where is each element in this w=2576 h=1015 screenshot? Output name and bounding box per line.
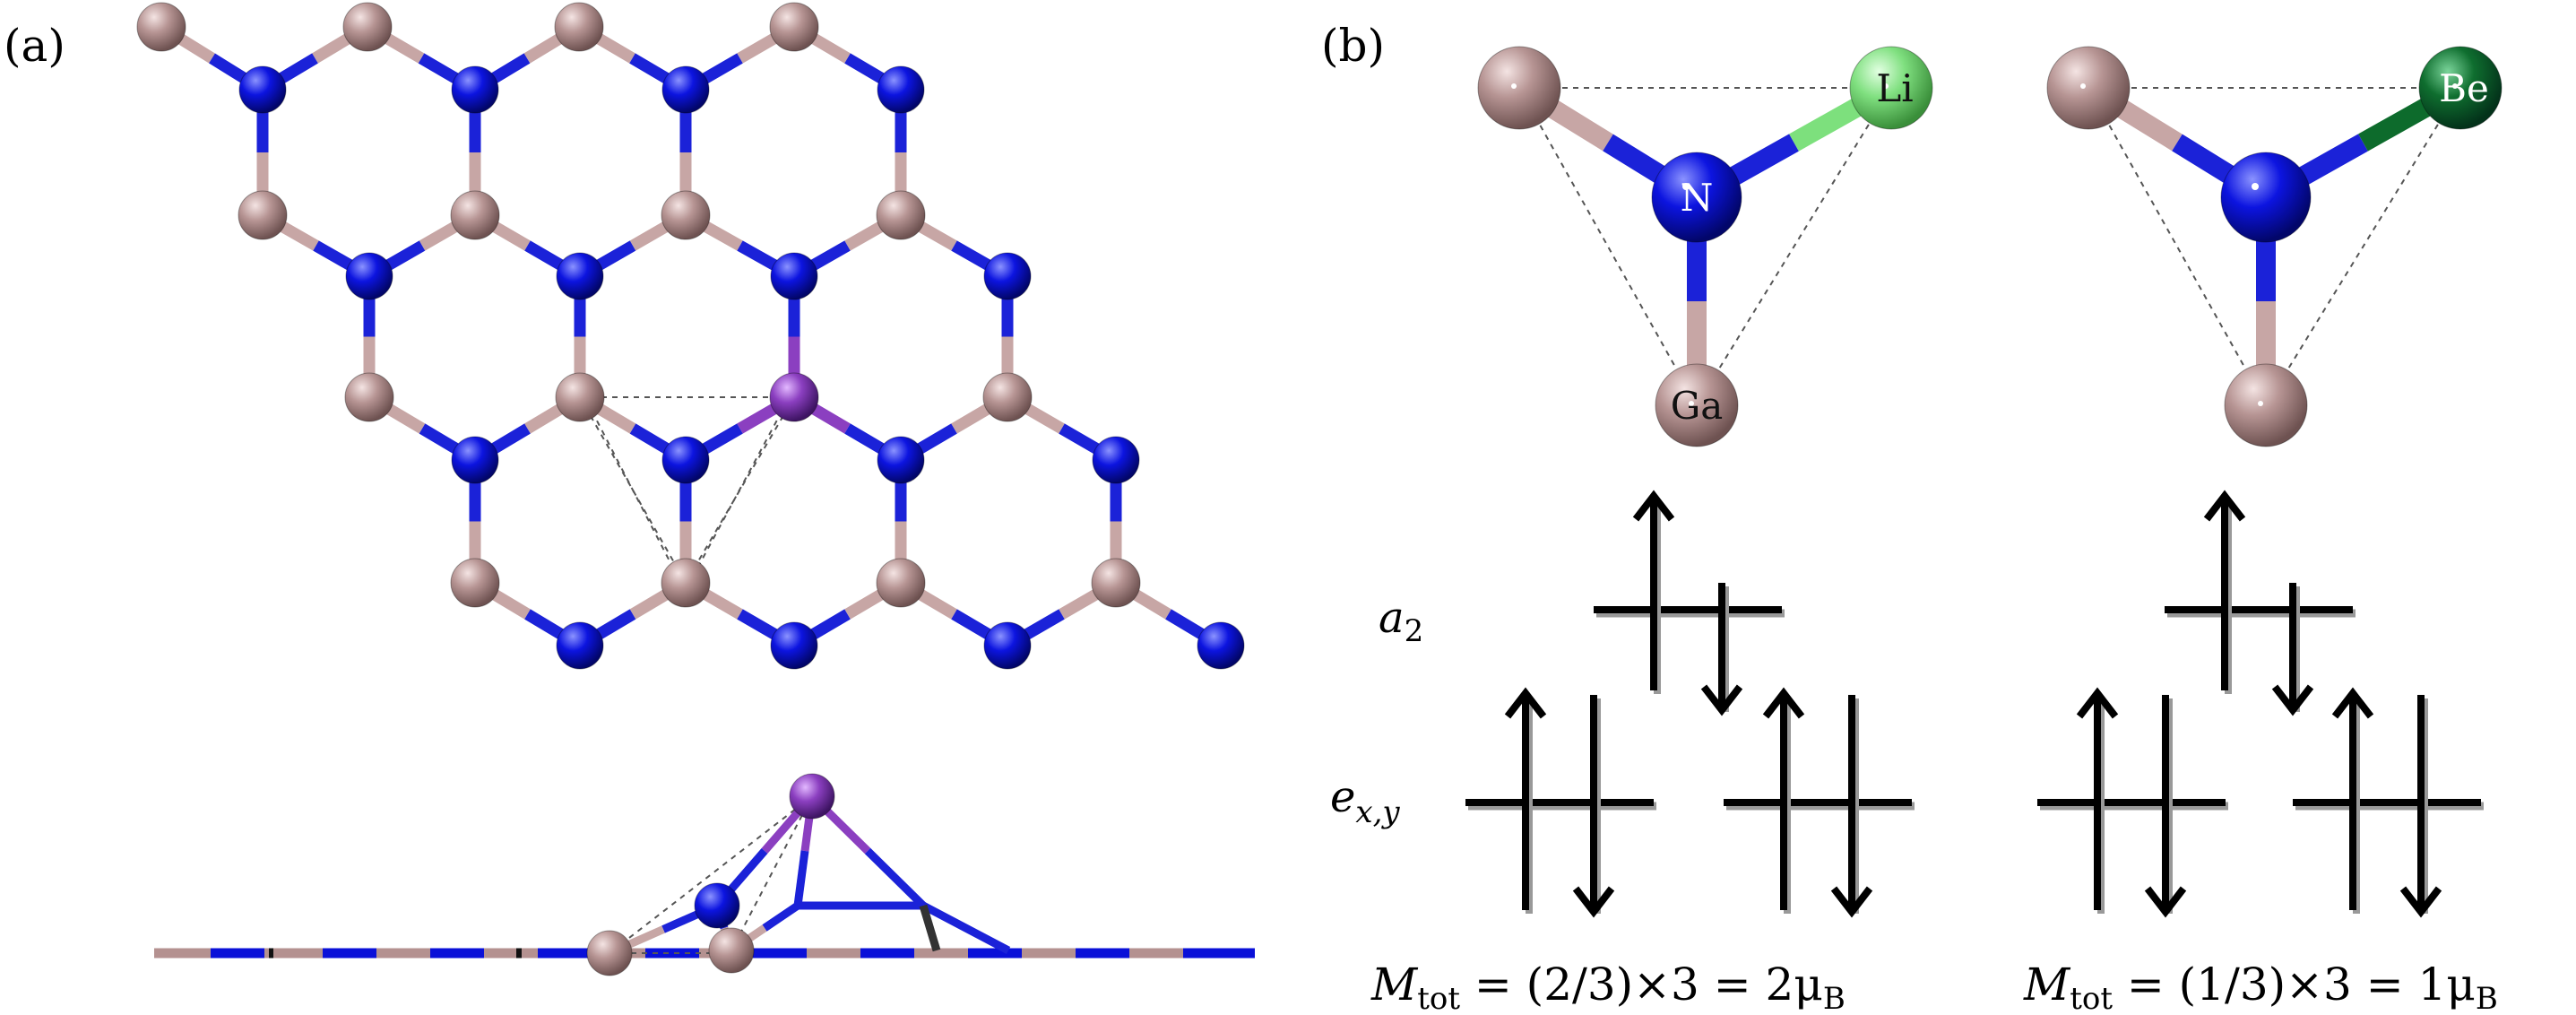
dashed-guide (685, 396, 795, 584)
spin-up-arrow-head (1632, 490, 1675, 522)
ga-atom (238, 190, 288, 240)
spin-down-arrow-head (2399, 886, 2442, 918)
n-atom (770, 621, 818, 670)
highlight-dot (2080, 83, 2086, 89)
panel-a-label: (a) (4, 20, 65, 72)
spin-up-arrow-head (2076, 687, 2119, 719)
ga-atom-label: Ga (1671, 384, 1724, 428)
be-atom (2418, 46, 2503, 130)
spin-down-arrow-head (2144, 886, 2187, 918)
spin-up-arrow-head (1504, 687, 1547, 719)
ga-atom (554, 2, 604, 52)
side-view-structure (154, 773, 1255, 976)
n-atom (661, 436, 710, 484)
spin-up-arrow-head (2331, 687, 2374, 719)
spin-up-arrow-head (2203, 490, 2246, 522)
n-atom (877, 65, 925, 114)
dashed-guide (2265, 87, 2461, 406)
highlight-dot (2258, 401, 2263, 406)
ga-atom (344, 372, 394, 422)
n-atom (1197, 621, 1245, 670)
side-n-atom (694, 882, 740, 929)
highlight-dot (1883, 83, 1889, 89)
dashed-guide (2088, 87, 2267, 406)
highlight-dot (1511, 83, 1517, 89)
spin-down-arrow-head (1700, 684, 1743, 716)
dashed-guide (586, 401, 679, 579)
n-atom (1651, 152, 1742, 243)
be-moment-equation: Mtot = (1/3)×3 = 1μB (2023, 959, 2498, 1015)
spin-down-arrow-head (1572, 886, 1615, 918)
bond (762, 902, 800, 932)
side-bond (921, 902, 1011, 954)
spin-down-arrow-head (1830, 886, 1873, 918)
dashed-guide (730, 795, 813, 951)
li-atom-label: Li (1876, 66, 1913, 110)
ga-atom (450, 190, 500, 240)
ga-atom (661, 558, 711, 608)
n-atom (770, 252, 818, 300)
side-ga-atom (708, 927, 755, 974)
bond (793, 850, 809, 907)
n-atom (451, 65, 499, 114)
n-atom (1092, 436, 1140, 484)
n-atom (451, 436, 499, 484)
highlight-dot (2252, 183, 2259, 190)
spin-down-arrow-head (2271, 684, 2314, 716)
panel-b-label: (b) (1321, 20, 1385, 72)
li-atom (1849, 46, 1933, 130)
ga-atom (450, 558, 500, 608)
n-atom (345, 252, 393, 300)
dashed-guide (1518, 87, 1698, 406)
be-atom-label: Be (2439, 66, 2489, 110)
spin-arrows (1465, 490, 2484, 918)
n-atom (983, 252, 1032, 300)
n-atom-label: N (1681, 176, 1714, 220)
ga-atom (342, 2, 393, 52)
n-atom (661, 65, 710, 114)
li-doped-cluster: LiN Ga (1477, 46, 1933, 447)
dashed-guide (1696, 87, 1892, 406)
dashed-guide (609, 795, 813, 954)
n-atom (2220, 152, 2312, 243)
lattice-atoms (136, 2, 1245, 670)
ga-atom (876, 558, 926, 608)
lattice-triangle-dashes (579, 396, 795, 584)
n-atom (877, 436, 925, 484)
exy-level-label: ex,y (1330, 772, 1400, 830)
ga-atom (2224, 363, 2308, 447)
dopant-atom (769, 372, 819, 422)
highlight-dot (1689, 401, 1694, 406)
highlight-dot (2452, 83, 2458, 89)
n-atom (556, 252, 604, 300)
a2-level-label: a2 (1379, 593, 1423, 649)
n-atom (556, 621, 604, 670)
li-moment-equation: Mtot = (2/3)×3 = 2μB (1370, 959, 1846, 1015)
dashed-guide (579, 396, 687, 584)
n-atom (238, 65, 287, 114)
lattice-bonds (158, 22, 1224, 651)
side-bond (919, 904, 941, 952)
highlight-dot (1682, 183, 1690, 190)
ga-atom (1477, 46, 1561, 130)
dashed-guide (691, 401, 788, 579)
ga-atom (661, 190, 711, 240)
ga-atom (136, 2, 186, 52)
be-doped-cluster: Be (2046, 46, 2503, 447)
ga-atom (1655, 363, 1739, 447)
n-atom (983, 621, 1032, 670)
ga-atom (555, 372, 605, 422)
ga-atom (2046, 46, 2131, 130)
ga-atom (1091, 558, 1141, 608)
ga-atom (769, 2, 819, 52)
bond (864, 847, 927, 909)
ga-atom (876, 190, 926, 240)
spin-up-arrow-head (1762, 687, 1805, 719)
side-dopant-atom (789, 773, 835, 820)
ga-atom (982, 372, 1033, 422)
side-ga-atom (586, 930, 633, 976)
